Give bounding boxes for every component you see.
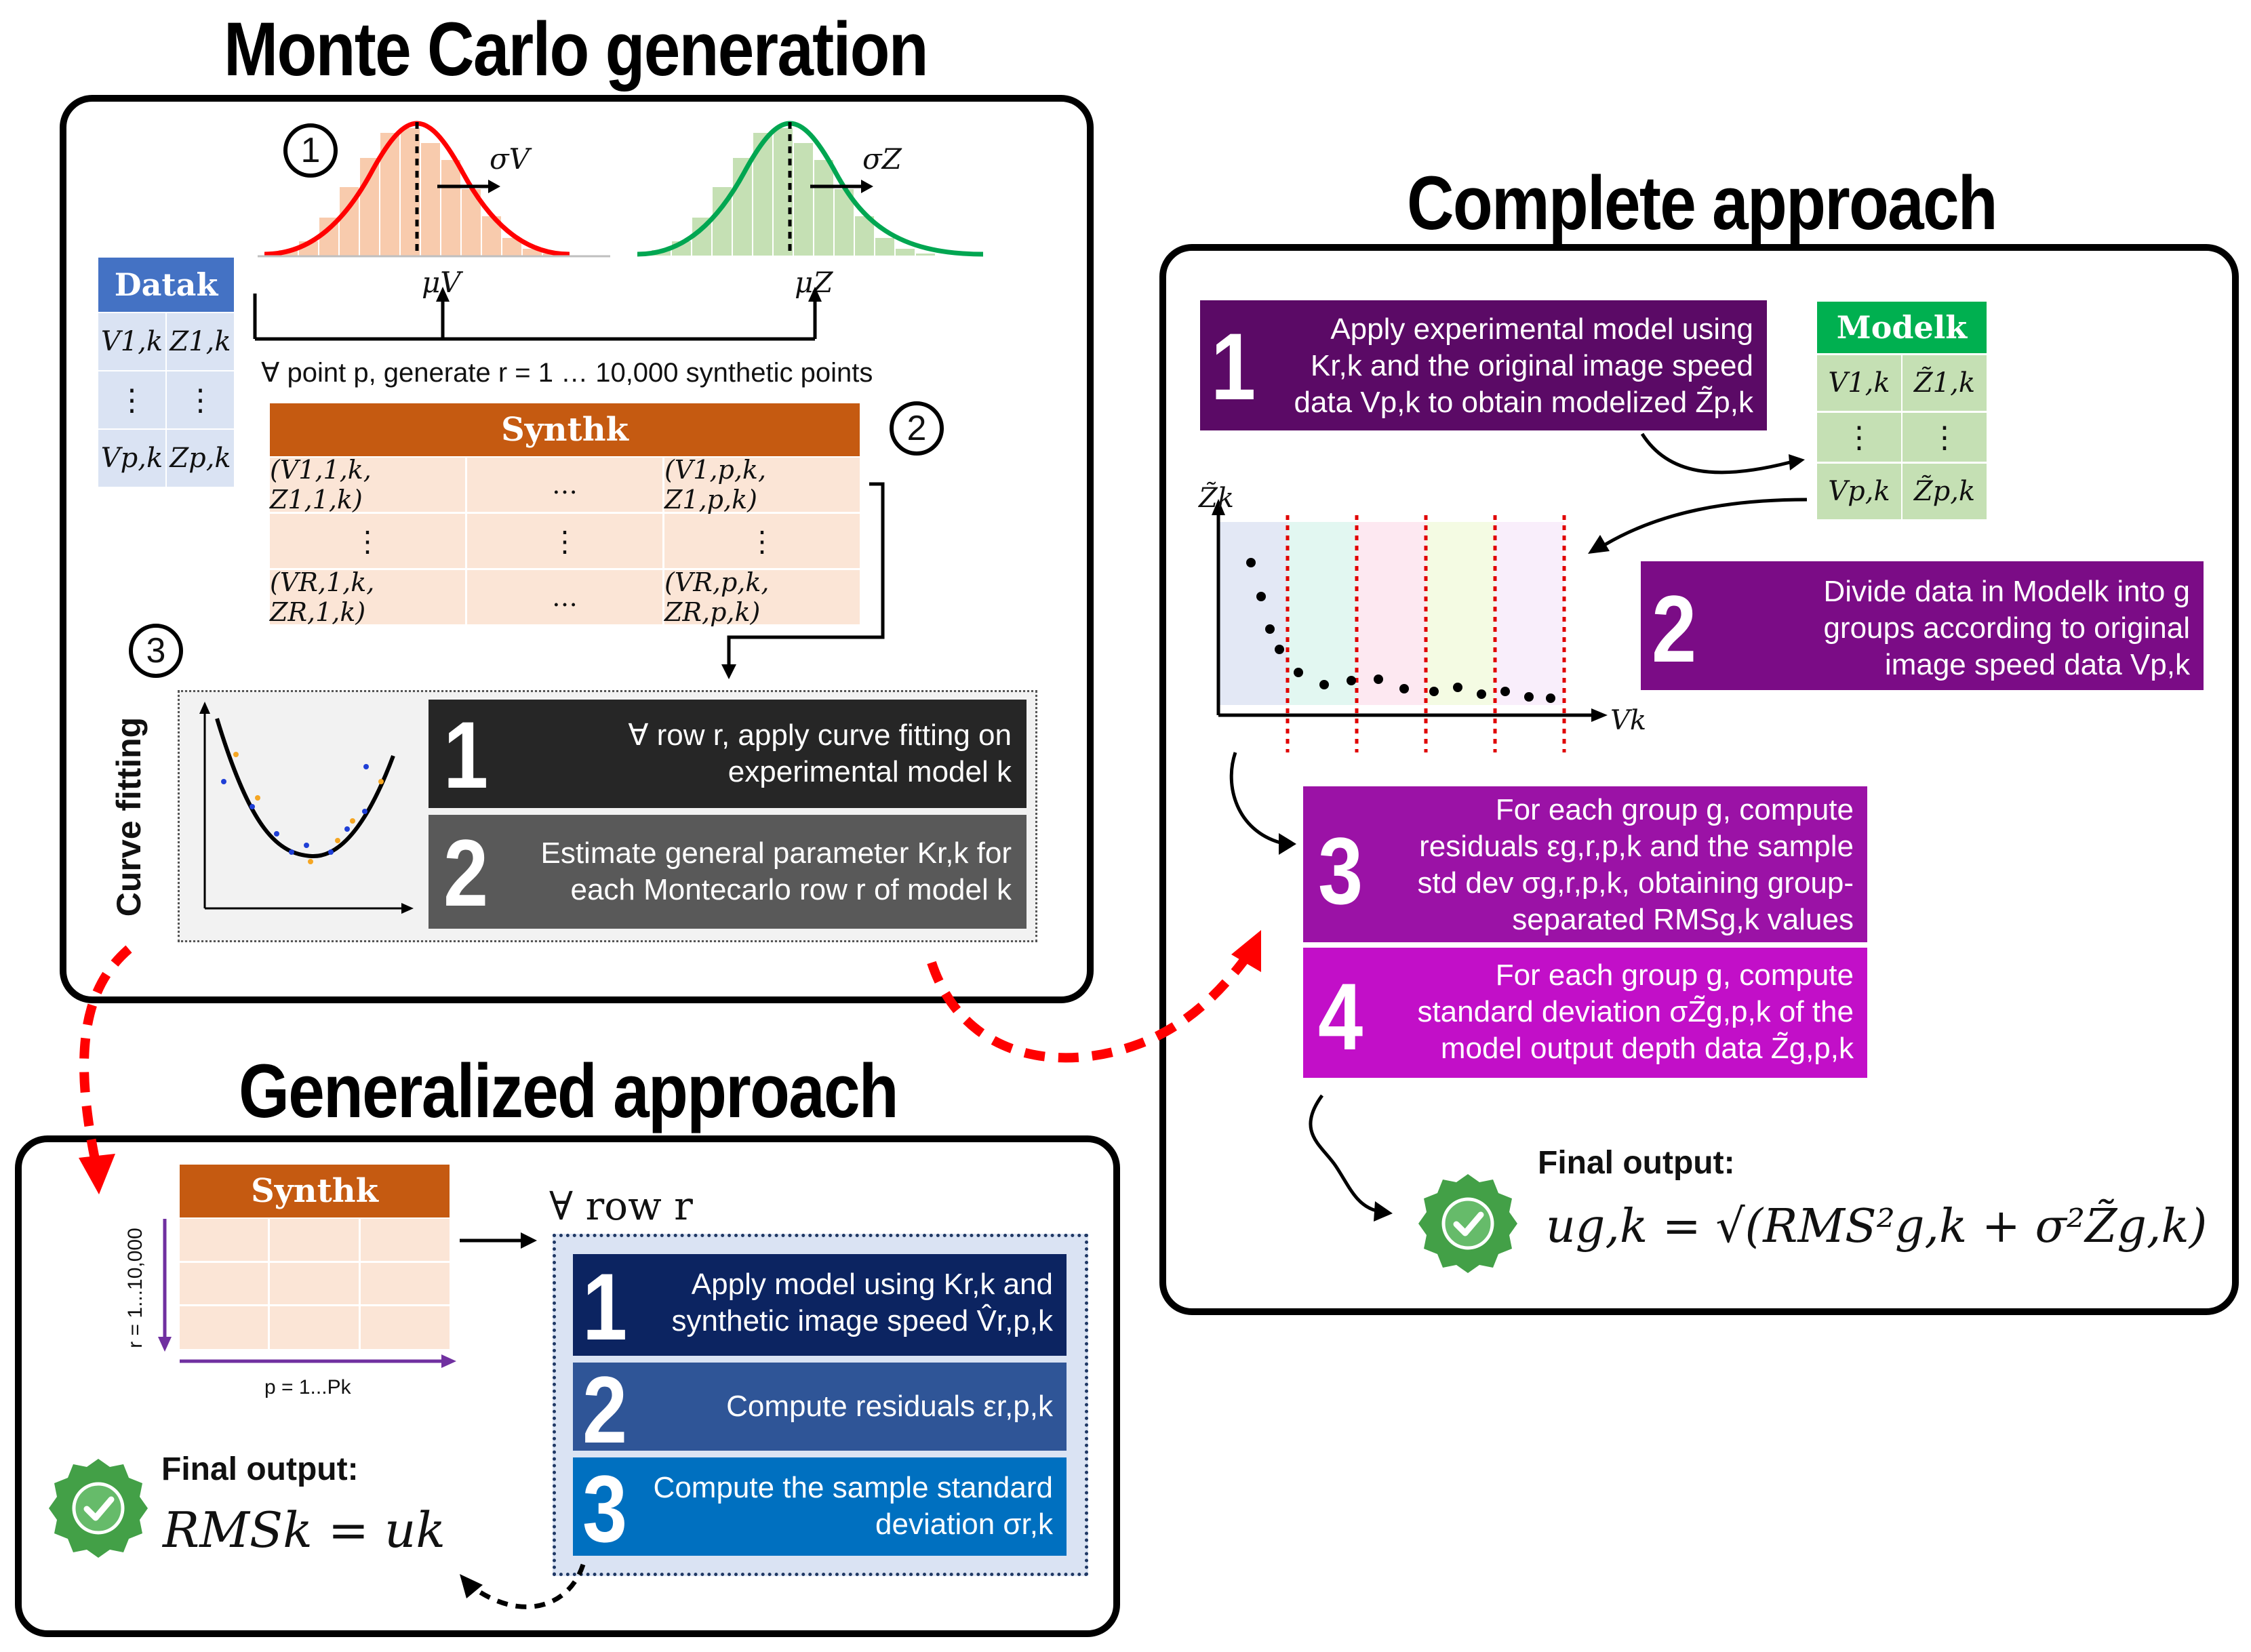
step-circle-2: 2 [890, 401, 944, 456]
chart-to-step3-arrow [1229, 752, 1296, 855]
step-text: Compute the sample standard deviation σr… [653, 1471, 1053, 1541]
step-number: 1 [1211, 313, 1256, 420]
curve-fit-step-1: 1 ∀ row r, apply curve fitting on experi… [429, 700, 1027, 808]
data-cell: Vp,k [98, 430, 165, 487]
curve-fitting-label: Curve fitting [110, 717, 148, 917]
model-cell: Z̃1,k [1903, 355, 1987, 411]
mc-to-generalized-arrow [79, 945, 132, 1194]
synth-cell: (VR,1,k, ZR,1,k) [270, 567, 465, 627]
complete-approach-title: Complete approach [1407, 161, 1998, 245]
step4-to-output-arrow [1309, 1094, 1393, 1222]
step-number: 2 [1652, 576, 1697, 682]
step-text: Apply model using Kr,k and synthetic ima… [671, 1268, 1053, 1337]
step1-to-model-arrow [1640, 432, 1805, 475]
model-cell: ⋮ [1903, 413, 1987, 462]
grid-line [180, 1261, 450, 1263]
complete-step-3: 3 For each group g, compute residuals εg… [1303, 786, 1867, 942]
data-cell: Zp,k [167, 430, 234, 487]
mean-connector-lines [253, 287, 822, 341]
synth-grid-axes [158, 1219, 456, 1368]
synth-cell: ⋮ [664, 514, 860, 568]
complete-step-4: 4 For each group g, compute standard dev… [1303, 948, 1867, 1078]
complete-step-2: 2 Divide data in Modelk into g groups ac… [1641, 561, 2204, 690]
for-each-row-label: ∀ row r [549, 1183, 693, 1229]
synth-cell: (V1,p,k, Z1,p,k) [664, 455, 860, 515]
step-number: 1 [443, 702, 489, 808]
step-text: Compute residuals εr,p,k [726, 1390, 1053, 1423]
model-cell: Vp,k [1817, 464, 1901, 519]
generalized-synth-header: Synthk [180, 1165, 450, 1217]
synth-table-header: Synthk [270, 403, 860, 456]
step-text: Apply experimental model using Kr,k and … [1294, 313, 1753, 419]
model-cell: Z̃p,k [1903, 464, 1987, 519]
uncertainty-formula: ug,k = √(RMS²g,k + σ²Z̃g,k) [1546, 1200, 2208, 1253]
step-number: 3 [582, 1455, 628, 1562]
checkmark-badge-icon [49, 1459, 148, 1558]
curve-fitting-plot [199, 702, 414, 914]
depth-distribution-chart [637, 121, 984, 257]
data-table-header: Datak [98, 258, 234, 312]
data-cell: V1,k [98, 313, 165, 370]
sigma-z-label: σZ [862, 142, 902, 176]
generalized-step-1: 1 Apply model using Kr,k and synthetic i… [573, 1254, 1067, 1356]
monte-carlo-title: Monte Carlo generation [224, 7, 929, 92]
data-cell: ⋮ [98, 371, 165, 428]
model-to-chart-arrow [1588, 498, 1808, 554]
data-cell: ⋮ [167, 371, 234, 428]
step-text: ∀ row r, apply curve fitting on experime… [628, 719, 1012, 788]
synth-cell: … [467, 458, 662, 512]
step-text: For each group g, compute standard devia… [1417, 959, 1854, 1065]
synth-cell: (VR,p,k, ZR,p,k) [664, 567, 860, 627]
step-text: For each group g, compute residuals εg,r… [1417, 793, 1854, 936]
synth-to-fit-arrow [721, 482, 885, 679]
synth-cell: ⋮ [467, 514, 662, 568]
generate-points-text: ∀ point p, generate r = 1 … 10,000 synth… [261, 358, 873, 388]
model-cell: ⋮ [1817, 413, 1901, 462]
step-number: 4 [1318, 963, 1363, 1070]
step-text: Estimate general parameter Kr,k for each… [540, 837, 1012, 906]
grid-line [180, 1304, 450, 1306]
step-text: Divide data in Modelk into g groups acco… [1823, 575, 2190, 681]
step-number: 2 [443, 820, 489, 926]
generalized-step-2: 2 Compute residuals εr,p,k [573, 1363, 1067, 1457]
grid-line [268, 1219, 270, 1349]
velocity-distribution-chart [258, 121, 610, 258]
step-number: 2 [582, 1356, 628, 1463]
synth-cell: (V1,1,k, Z1,1,k) [270, 455, 465, 515]
data-cell: Z1,k [167, 313, 234, 370]
step-number: 3 [1318, 818, 1363, 924]
complete-step-1: 1 Apply experimental model using Kr,k an… [1200, 300, 1767, 430]
checkmark-badge-icon [1418, 1174, 1517, 1273]
steps-to-output-dashed-arrow [460, 1563, 586, 1609]
grid-line [359, 1219, 361, 1349]
p-axis-label: p = 1...Pk [264, 1376, 351, 1398]
curve-fit-step-2: 2 Estimate general parameter Kr,k for ea… [429, 815, 1027, 929]
chart-x-axis-label: Vk [1610, 705, 1647, 736]
generalized-synth-grid [180, 1219, 450, 1349]
model-table-header: Modelk [1817, 302, 1987, 353]
synth-cell: … [467, 570, 662, 624]
grouped-depth-chart [1212, 499, 1608, 752]
sigma-v-label: σV [490, 142, 530, 176]
mc-to-complete-arrow [927, 930, 1261, 1063]
generalized-approach-title: Generalized approach [239, 1049, 899, 1133]
chart-y-axis-label: Z̃k [1199, 483, 1235, 514]
model-cell: V1,k [1817, 355, 1901, 411]
r-axis-label: r = 1...10,000 [124, 1228, 146, 1348]
step-circle-1: 1 [283, 123, 338, 178]
generalized-step-3: 3 Compute the sample standard deviation … [573, 1457, 1067, 1556]
step-number: 1 [582, 1253, 628, 1360]
final-output-label: Final output: [1538, 1145, 1735, 1181]
synth-to-steps-arrow [460, 1232, 537, 1249]
synth-cell: ⋮ [270, 514, 465, 568]
generalized-formula: RMSk = uk [163, 1502, 445, 1558]
step-circle-3: 3 [129, 624, 183, 678]
generalized-final-output-label: Final output: [161, 1451, 359, 1487]
